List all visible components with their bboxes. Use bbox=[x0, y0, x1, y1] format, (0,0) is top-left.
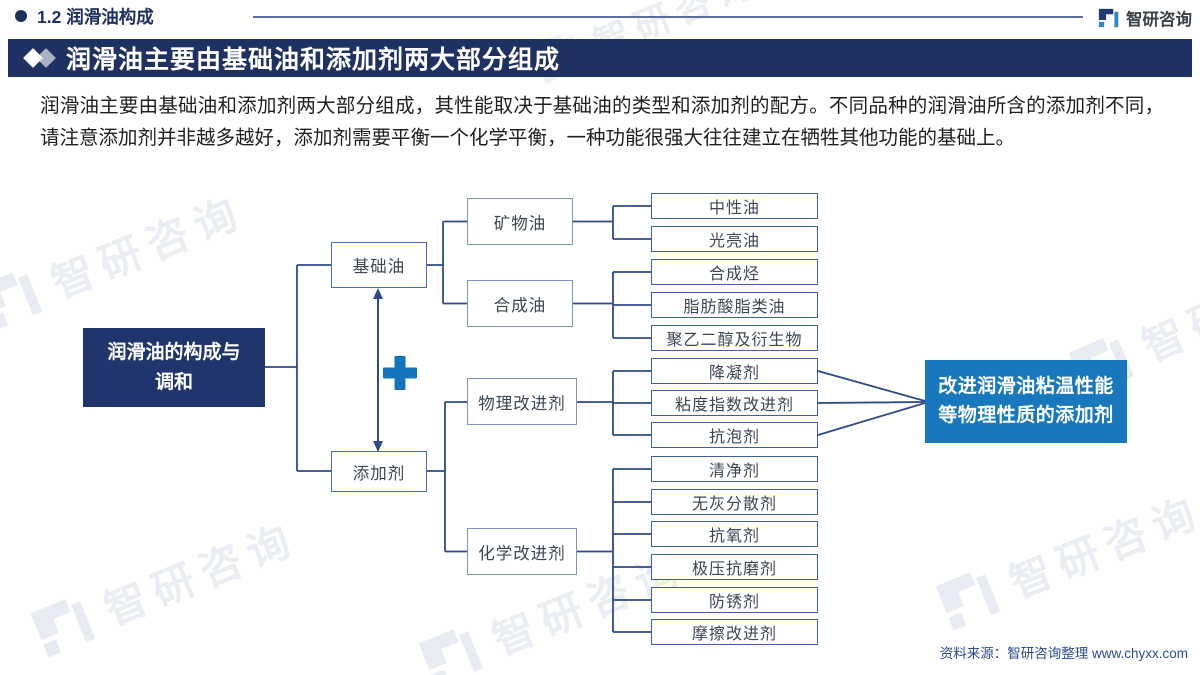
brand-name: 智研咨询 bbox=[1126, 11, 1192, 29]
leaf-label: 清净剂 bbox=[708, 463, 760, 480]
brand-watermark-icon bbox=[0, 271, 43, 330]
leaf-node: 脂肪酸脂类油 bbox=[651, 292, 818, 318]
section-bullet-icon bbox=[15, 10, 27, 22]
leaf-node: 光亮油 bbox=[651, 226, 818, 252]
leaf-label: 极压抗磨剂 bbox=[691, 561, 777, 578]
brand-logo: 智研咨询 bbox=[1097, 6, 1192, 30]
banner: 润滑油主要由基础油和添加剂两大部分组成 bbox=[8, 39, 1192, 77]
leaf-label: 聚乙二醇及衍生物 bbox=[666, 332, 803, 349]
leaf-node: 聚乙二醇及衍生物 bbox=[651, 325, 818, 351]
brand-watermark-icon bbox=[418, 628, 484, 675]
leaf-node: 无灰分散剂 bbox=[651, 489, 818, 515]
leaf-node: 抗氧剂 bbox=[651, 521, 818, 547]
leaf-label: 防锈剂 bbox=[708, 594, 760, 611]
leaf-node: 清净剂 bbox=[651, 456, 818, 482]
node-base-oil: 基础油 bbox=[331, 242, 427, 288]
leaf-node: 摩擦改进剂 bbox=[651, 619, 818, 645]
leaf-node: 极压抗磨剂 bbox=[651, 554, 818, 580]
callout-box: 改进润滑油粘温性能 等物理性质的添加剂 bbox=[925, 360, 1127, 443]
watermark: 智研咨询 bbox=[24, 505, 306, 666]
leaf-label: 摩擦改进剂 bbox=[691, 626, 777, 643]
node-additive-label: 添加剂 bbox=[352, 464, 406, 483]
leaf-node: 抗泡剂 bbox=[651, 422, 818, 448]
node-additive: 添加剂 bbox=[331, 451, 427, 492]
leaf-node: 中性油 bbox=[651, 193, 818, 219]
brand-watermark-icon bbox=[935, 571, 1001, 630]
group-label: 矿物油 bbox=[493, 214, 547, 233]
source-note: 资料来源：智研咨询整理 www.chyxx.com bbox=[939, 646, 1188, 661]
callout-line2: 等物理性质的添加剂 bbox=[938, 404, 1114, 426]
group-node-chemical-improver: 化学改进剂 bbox=[467, 528, 577, 575]
watermark: 智研咨询 bbox=[929, 478, 1200, 639]
leaf-label: 合成烃 bbox=[708, 266, 760, 283]
group-label: 化学改进剂 bbox=[478, 544, 566, 563]
leaf-label: 粘度指数改进剂 bbox=[674, 397, 794, 414]
group-node-physical-improver: 物理改进剂 bbox=[467, 378, 577, 425]
leaf-label: 无灰分散剂 bbox=[691, 496, 777, 513]
leaf-label: 光亮油 bbox=[708, 233, 760, 250]
root-node-line2: 调和 bbox=[154, 371, 193, 393]
root-node: 润滑油的构成与 调和 bbox=[83, 328, 265, 407]
leaf-node: 粘度指数改进剂 bbox=[651, 390, 818, 416]
section-title: 1.2 润滑油构成 bbox=[37, 7, 154, 27]
leaf-label: 脂肪酸脂类油 bbox=[683, 299, 786, 316]
brand-logo-icon bbox=[1098, 8, 1119, 27]
plus-icon bbox=[383, 356, 417, 390]
leaf-node: 合成烃 bbox=[651, 259, 818, 285]
leaf-label: 抗泡剂 bbox=[708, 429, 760, 446]
leaf-node: 防锈剂 bbox=[651, 587, 818, 613]
brand-watermark-icon bbox=[30, 598, 96, 657]
group-label: 合成油 bbox=[493, 296, 547, 315]
callout-line1: 改进润滑油粘温性能 bbox=[938, 376, 1114, 397]
intro-paragraph: 润滑油主要由基础油和添加剂两大部分组成，其性能取决于基础油的类型和添加剂的配方。… bbox=[40, 95, 1164, 150]
group-label: 物理改进剂 bbox=[478, 394, 566, 413]
watermark: 智研咨询 bbox=[412, 535, 694, 675]
root-node-line1: 润滑油的构成与 bbox=[107, 342, 241, 364]
group-node-synthetic-oil: 合成油 bbox=[467, 280, 573, 327]
group-node-mineral-oil: 矿物油 bbox=[467, 198, 573, 245]
leaf-node: 降凝剂 bbox=[651, 358, 818, 384]
leaf-label: 中性油 bbox=[708, 200, 760, 217]
watermark: 智研咨询 bbox=[0, 178, 253, 339]
node-base-oil-label: 基础油 bbox=[352, 258, 406, 276]
header-divider bbox=[253, 16, 1083, 18]
double-arrow-icon bbox=[373, 288, 383, 452]
leaf-label: 抗氧剂 bbox=[708, 528, 760, 545]
leaf-label: 降凝剂 bbox=[708, 365, 760, 382]
banner-title: 润滑油主要由基础油和添加剂两大部分组成 bbox=[66, 46, 561, 74]
